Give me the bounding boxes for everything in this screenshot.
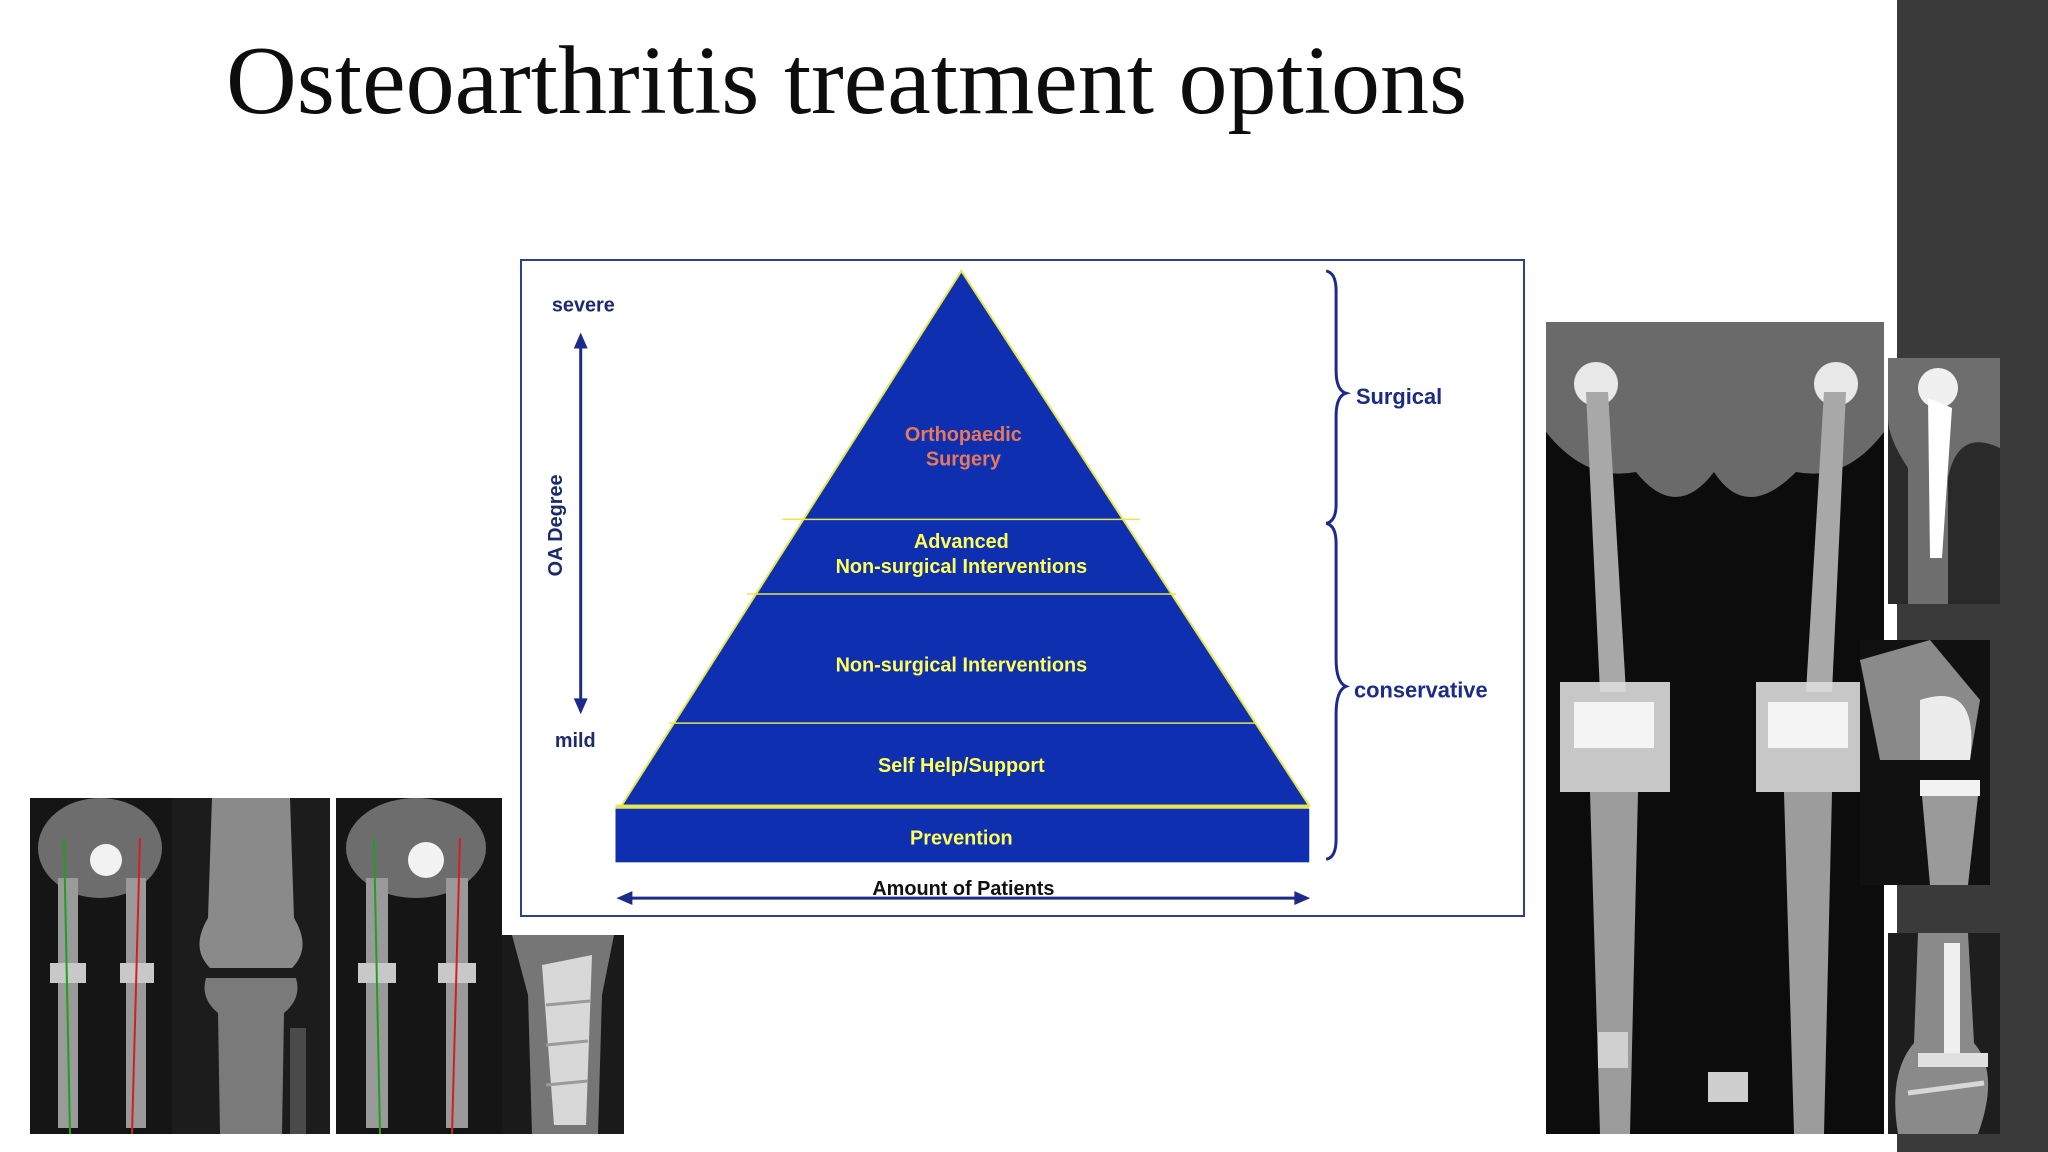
xray-long-leg-alignment xyxy=(30,798,172,1134)
conservative-label: conservative xyxy=(1354,677,1488,702)
axis-arrow-down xyxy=(573,698,588,715)
slide-title: Osteoarthritis treatment options xyxy=(226,27,1468,135)
prevention-base-bar xyxy=(615,808,1310,863)
xray-bilateral-knee-replacement xyxy=(1546,322,1884,1134)
axis-bottom-label: mild xyxy=(555,730,596,752)
xray-ankle-plate xyxy=(1888,933,2000,1134)
xray-hip-prosthesis xyxy=(1888,358,2000,604)
bottom-axis-arrow-right xyxy=(1294,891,1311,906)
tier-prevention: Prevention xyxy=(910,827,1013,849)
surgical-label: Surgical xyxy=(1356,384,1442,409)
amount-of-patients-label: Amount of Patients xyxy=(872,878,1054,900)
surgical-brace xyxy=(1325,269,1352,525)
tier-advanced-line2: Non-surgical Interventions xyxy=(836,556,1088,578)
tier-self-help: Self Help/Support xyxy=(878,755,1045,777)
tier-orthopaedic-surgery-line2: Surgery xyxy=(926,449,1001,471)
axis-top-label: severe xyxy=(552,295,615,317)
xray-knee-prosthesis xyxy=(1860,640,1990,885)
conservative-brace xyxy=(1325,521,1351,861)
tier-advanced-line1: Advanced xyxy=(914,531,1009,553)
xray-knee xyxy=(172,798,330,1134)
axis-arrow-up xyxy=(573,332,588,349)
tier-orthopaedic-surgery-line1: Orthopaedic xyxy=(905,424,1022,446)
oa-degree-label: OA Degree xyxy=(545,474,567,576)
bottom-axis-arrow-left xyxy=(616,891,633,906)
tier-non-surgical: Non-surgical Interventions xyxy=(836,654,1088,676)
xray-osteotomy-plate xyxy=(502,935,624,1134)
xray-long-leg-alignment-post-osteotomy xyxy=(336,798,502,1134)
oa-treatment-pyramid-diagram: severe OA Degree mild Orthopaedic Surger… xyxy=(520,259,1525,917)
